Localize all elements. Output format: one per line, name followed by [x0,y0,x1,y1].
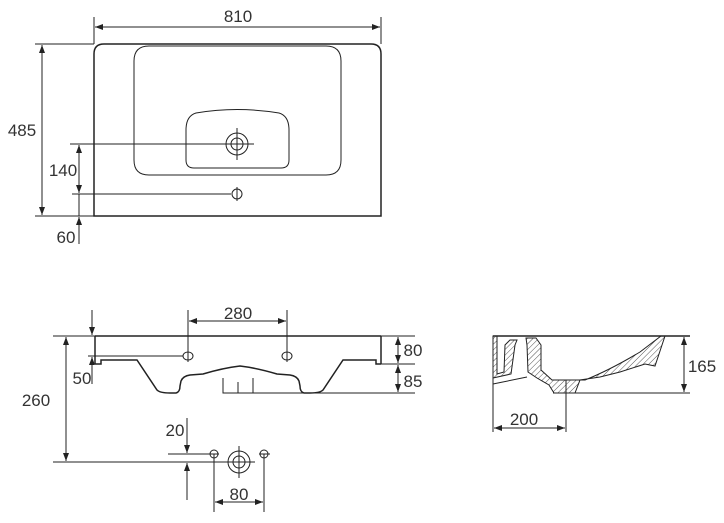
basin-bowl-outline [133,45,342,176]
dim-taphole-spacing: 280 [224,304,252,323]
dim-width: 810 [224,7,252,26]
side-section-bowl [525,335,666,394]
basin-drain-area [185,109,290,169]
dim-total-height: 260 [22,391,50,410]
top-view: 810 485 140 60 [8,7,382,247]
dim-bowl-depth: 85 [404,372,423,391]
dim-drain-from-wall: 200 [510,410,538,429]
dim-rim-height: 80 [404,341,423,360]
side-view: 165 200 [492,335,716,432]
front-view: 280 80 85 50 260 20 80 [22,304,423,512]
dim-depth: 485 [8,121,36,140]
dim-side-height: 165 [688,357,716,376]
dim-drain-spacing: 80 [230,485,249,504]
dim-taphole-from-back: 60 [57,228,76,247]
dim-taphole-offset: 50 [73,369,92,388]
dim-drain-to-taphole: 140 [49,161,77,180]
basin-outline [93,43,382,217]
side-section-back [492,335,518,379]
dim-drain-offset: 20 [166,421,185,440]
